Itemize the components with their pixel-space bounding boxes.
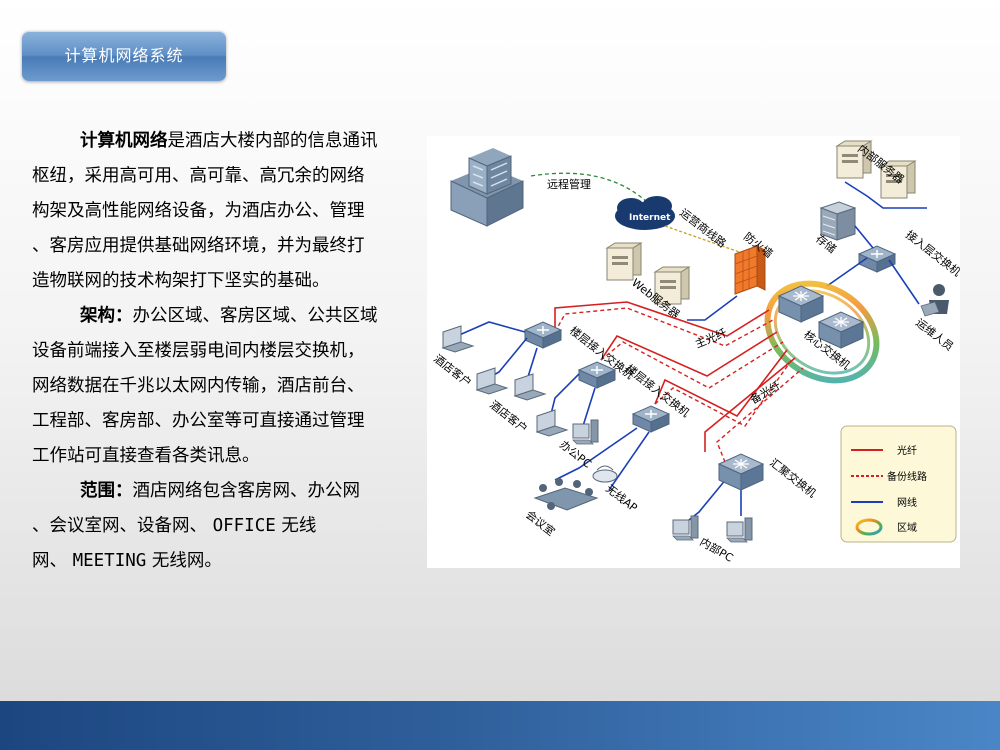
- label-internet: Internet: [629, 213, 671, 223]
- legend: 光纤 备份线路 网线 区域: [840, 425, 957, 543]
- label-aggregation-switch: 汇聚交换机: [767, 455, 819, 500]
- guest-laptop-icon-1: [442, 325, 474, 353]
- internal-pc-icon-2: [726, 517, 753, 543]
- p3-line2a: 、会议室网、设备网、: [32, 516, 207, 536]
- p3-line1: 酒店网络包含客房网、办公网: [132, 481, 361, 501]
- web-server-icon: [606, 242, 642, 281]
- wireless-ap-icon: [592, 465, 618, 483]
- p3-line3a: 网、: [32, 551, 67, 571]
- p1-bold: 计算机网络: [80, 131, 168, 151]
- label-access-switch: 接入层交换机: [903, 227, 960, 279]
- legend-backup: 备份线路: [887, 470, 927, 483]
- legend-zone: 区域: [897, 521, 917, 534]
- office-pc-icon: [572, 419, 599, 445]
- label-wireless-ap: 无线AP: [603, 481, 640, 515]
- p3-line2c: 无线: [281, 516, 317, 536]
- footer-bar: [0, 701, 1000, 750]
- zone-ring: [764, 280, 880, 384]
- slide-title: 计算机网络系统: [22, 31, 226, 81]
- network-lines-upper: [687, 181, 927, 321]
- p2-line2: 设备前端接入至楼层弱电间内楼层交换机，: [32, 341, 365, 361]
- meeting-room-icon: [533, 478, 599, 511]
- p1-line3: 构架及高性能网络设备，为酒店办公、管理: [32, 201, 365, 221]
- p1-line4: 、客房应用提供基础网络环境，并为最终打: [32, 236, 365, 256]
- network-lines-lower: [456, 321, 742, 521]
- p1-line2: 枢纽，采用高可用、高可靠、高冗余的网络: [32, 166, 365, 186]
- p2-line1: 办公区域、客房区域、公共区域: [132, 306, 378, 326]
- fiber-lines: [554, 301, 804, 463]
- legend-network: 网线: [897, 496, 917, 509]
- label-isp-line: 运营商线路: [677, 205, 729, 250]
- internet-cloud-icon: [615, 196, 675, 230]
- storage-icon: [819, 201, 857, 241]
- label-remote-mgmt: 远程管理: [547, 177, 591, 191]
- guest-laptop-icon-3: [514, 373, 546, 401]
- p1-line1: 是酒店大楼内部的信息通讯: [167, 131, 378, 151]
- p3-bold: 范围：: [80, 481, 133, 501]
- label-hotel-guest-1: 酒店客户: [431, 351, 474, 389]
- remote-mgmt-link: [530, 172, 650, 205]
- building-icon: [450, 148, 524, 227]
- label-meeting-room: 会议室: [523, 507, 558, 538]
- label-hotel-guest-2: 酒店客户: [487, 397, 530, 435]
- p3-meeting: MEETING: [72, 551, 147, 571]
- p2-bold: 架构：: [80, 306, 133, 326]
- label-ops-staff: 运维人员: [913, 316, 956, 353]
- p3-line3c: 无线网。: [151, 551, 222, 571]
- p2-line5: 工作站可直接查看各类讯息。: [32, 446, 260, 466]
- label-main-fiber: 主光纤: [693, 325, 729, 350]
- p2-line4: 工程部、客房部、办公室等可直接通过管理: [32, 411, 365, 431]
- p1-line5: 造物联网的技术构架打下坚实的基础。: [32, 271, 330, 291]
- aggregation-switch-icon: [718, 453, 764, 491]
- ops-staff-icon: [920, 284, 949, 317]
- p3-office: OFFICE: [212, 516, 276, 536]
- network-diagram: 远程管理 Internet 运营商线路 防火墙 Web服务器 内部服务器 存储 …: [427, 136, 964, 568]
- body-text: 计算机网络是酒店大楼内部的信息通讯 枢纽，采用高可用、高可靠、高冗余的网络 构架…: [32, 124, 424, 579]
- legend-fiber: 光纤: [897, 444, 917, 457]
- office-laptop-icon: [536, 409, 568, 437]
- firewall-icon: [734, 245, 766, 295]
- internal-pc-icon-1: [672, 515, 699, 541]
- p2-line3: 网络数据在千兆以太网内传输，酒店前台、: [32, 376, 365, 396]
- isp-link: [664, 225, 746, 255]
- guest-laptop-icon-2: [476, 367, 508, 395]
- floor-switch-icon-3: [632, 405, 670, 433]
- legend-zone-swatch: [855, 518, 883, 536]
